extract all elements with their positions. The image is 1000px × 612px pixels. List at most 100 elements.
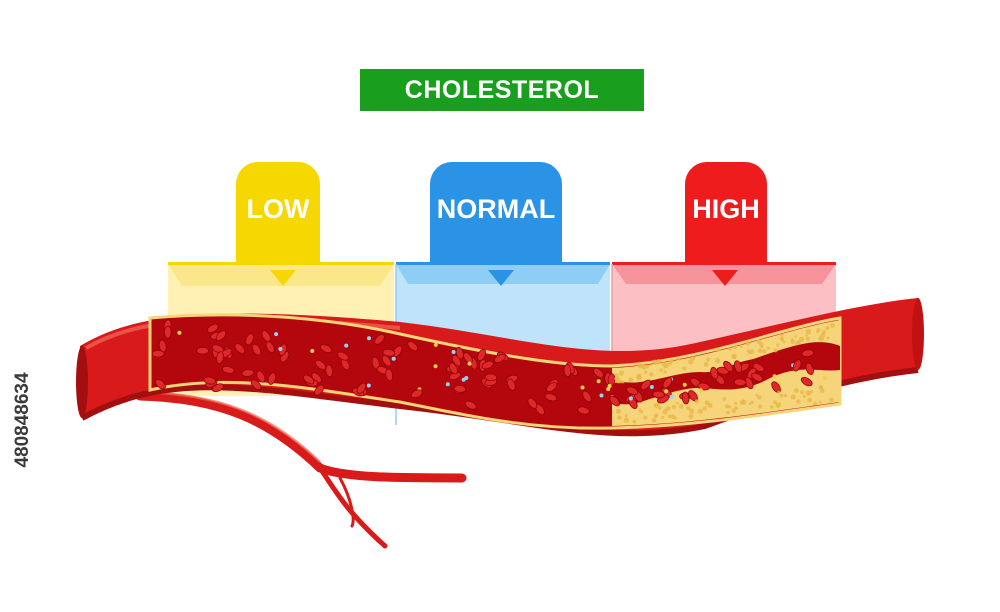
plaque-granule	[682, 366, 687, 371]
plaque-granule	[777, 402, 781, 406]
plaque-granule	[722, 397, 727, 401]
red-blood-cell	[744, 377, 754, 390]
plaque-granule	[703, 362, 709, 367]
blue-particle	[366, 383, 371, 388]
plaque-granule	[802, 394, 806, 399]
plaque-granule	[628, 377, 634, 383]
plaque-granule	[686, 405, 691, 411]
plaque-granule	[826, 336, 830, 340]
red-blood-cell	[800, 376, 813, 387]
red-blood-cell	[381, 354, 392, 367]
red-blood-cell	[733, 360, 743, 373]
red-blood-cell	[577, 406, 590, 415]
plaque-granule	[772, 400, 777, 405]
plaque-granule	[748, 402, 752, 406]
red-blood-cell	[652, 390, 665, 399]
red-blood-cell	[527, 397, 538, 409]
plaque-granule	[624, 414, 628, 418]
red-blood-cell	[609, 395, 621, 407]
plaque-granule	[725, 404, 730, 409]
red-blood-cell	[723, 360, 734, 372]
red-blood-cell	[374, 333, 385, 345]
plaque-granule	[734, 406, 738, 410]
red-blood-cell	[546, 382, 558, 393]
cholesterol-particle	[822, 375, 827, 380]
plaque-granule	[758, 404, 763, 409]
plaque-granule	[707, 402, 713, 408]
plaque-granule	[773, 348, 778, 353]
red-blood-cell	[484, 373, 498, 382]
plaque-granule	[688, 359, 694, 365]
red-blood-cell	[792, 359, 802, 372]
red-blood-cell	[407, 340, 419, 352]
plaque-granule	[757, 348, 763, 354]
blue-particle	[451, 350, 456, 354]
red-blood-cell	[382, 348, 396, 357]
plaque-granule	[618, 370, 625, 376]
plaque-granule	[621, 380, 625, 384]
blue-particle	[391, 356, 396, 361]
red-blood-cell	[477, 348, 486, 362]
plaque-granule	[615, 408, 622, 414]
plaque-granule	[649, 372, 654, 377]
plaque-granule	[662, 409, 668, 415]
plaque-granule	[805, 336, 811, 342]
red-blood-cell	[196, 346, 210, 355]
plaque-granule	[614, 373, 619, 378]
red-blood-cell	[203, 376, 217, 385]
red-blood-cell	[151, 349, 165, 358]
cholesterol-particle	[682, 382, 687, 387]
plaque-granule	[739, 400, 745, 405]
plaque-granule	[616, 379, 621, 384]
blue-particle	[628, 396, 633, 401]
plaque-granule	[670, 414, 676, 420]
plaque-granule	[820, 333, 826, 338]
blue-particle	[445, 382, 450, 387]
plaque-granule	[702, 406, 707, 411]
red-blood-cell	[626, 386, 639, 396]
red-blood-cell	[315, 359, 327, 370]
plaque-granule	[770, 405, 774, 409]
cholesterol-particle	[177, 330, 182, 335]
plaque-granule	[805, 334, 808, 337]
plaque-granule	[779, 393, 784, 398]
level-tab-low: LOW	[236, 162, 320, 264]
plaque-granule	[777, 390, 781, 394]
red-blood-cell	[507, 378, 516, 391]
blue-particle	[669, 394, 674, 399]
plaque-granule	[733, 345, 738, 350]
cholesterol-particle	[433, 364, 438, 369]
plaque-granule	[665, 406, 671, 411]
plaque-granule	[617, 415, 622, 420]
pointer-low-icon	[270, 270, 296, 286]
red-blood-cell	[234, 343, 246, 354]
blue-particle	[464, 376, 469, 380]
plaque-granule	[794, 335, 797, 338]
plaque-granule	[688, 413, 694, 419]
plaque-granule	[776, 343, 780, 347]
red-blood-cell	[303, 374, 315, 385]
red-blood-cell	[493, 353, 506, 363]
cholesterol-particle	[607, 384, 612, 388]
plaque-granule	[643, 415, 648, 420]
plaque-granule	[637, 363, 643, 369]
red-blood-cell	[392, 345, 403, 358]
red-blood-cell	[216, 351, 224, 364]
plaque-granule	[668, 360, 673, 365]
blue-particle	[278, 347, 283, 351]
plaque-granule	[755, 393, 759, 397]
title-badge: CHOLESTEROL	[360, 69, 644, 111]
red-blood-cell	[563, 364, 572, 377]
blue-particle	[344, 343, 349, 348]
cholesterol-particle	[698, 388, 703, 393]
red-blood-cell	[448, 362, 458, 375]
plaque-granule	[759, 342, 764, 347]
red-blood-cell	[453, 385, 467, 393]
cholesterol-particle	[606, 387, 611, 392]
cholesterol-particle	[664, 389, 669, 394]
red-blood-cell	[385, 368, 394, 382]
red-blood-cell	[463, 352, 473, 364]
plaque-granule	[799, 390, 804, 395]
red-blood-cell	[410, 389, 423, 399]
